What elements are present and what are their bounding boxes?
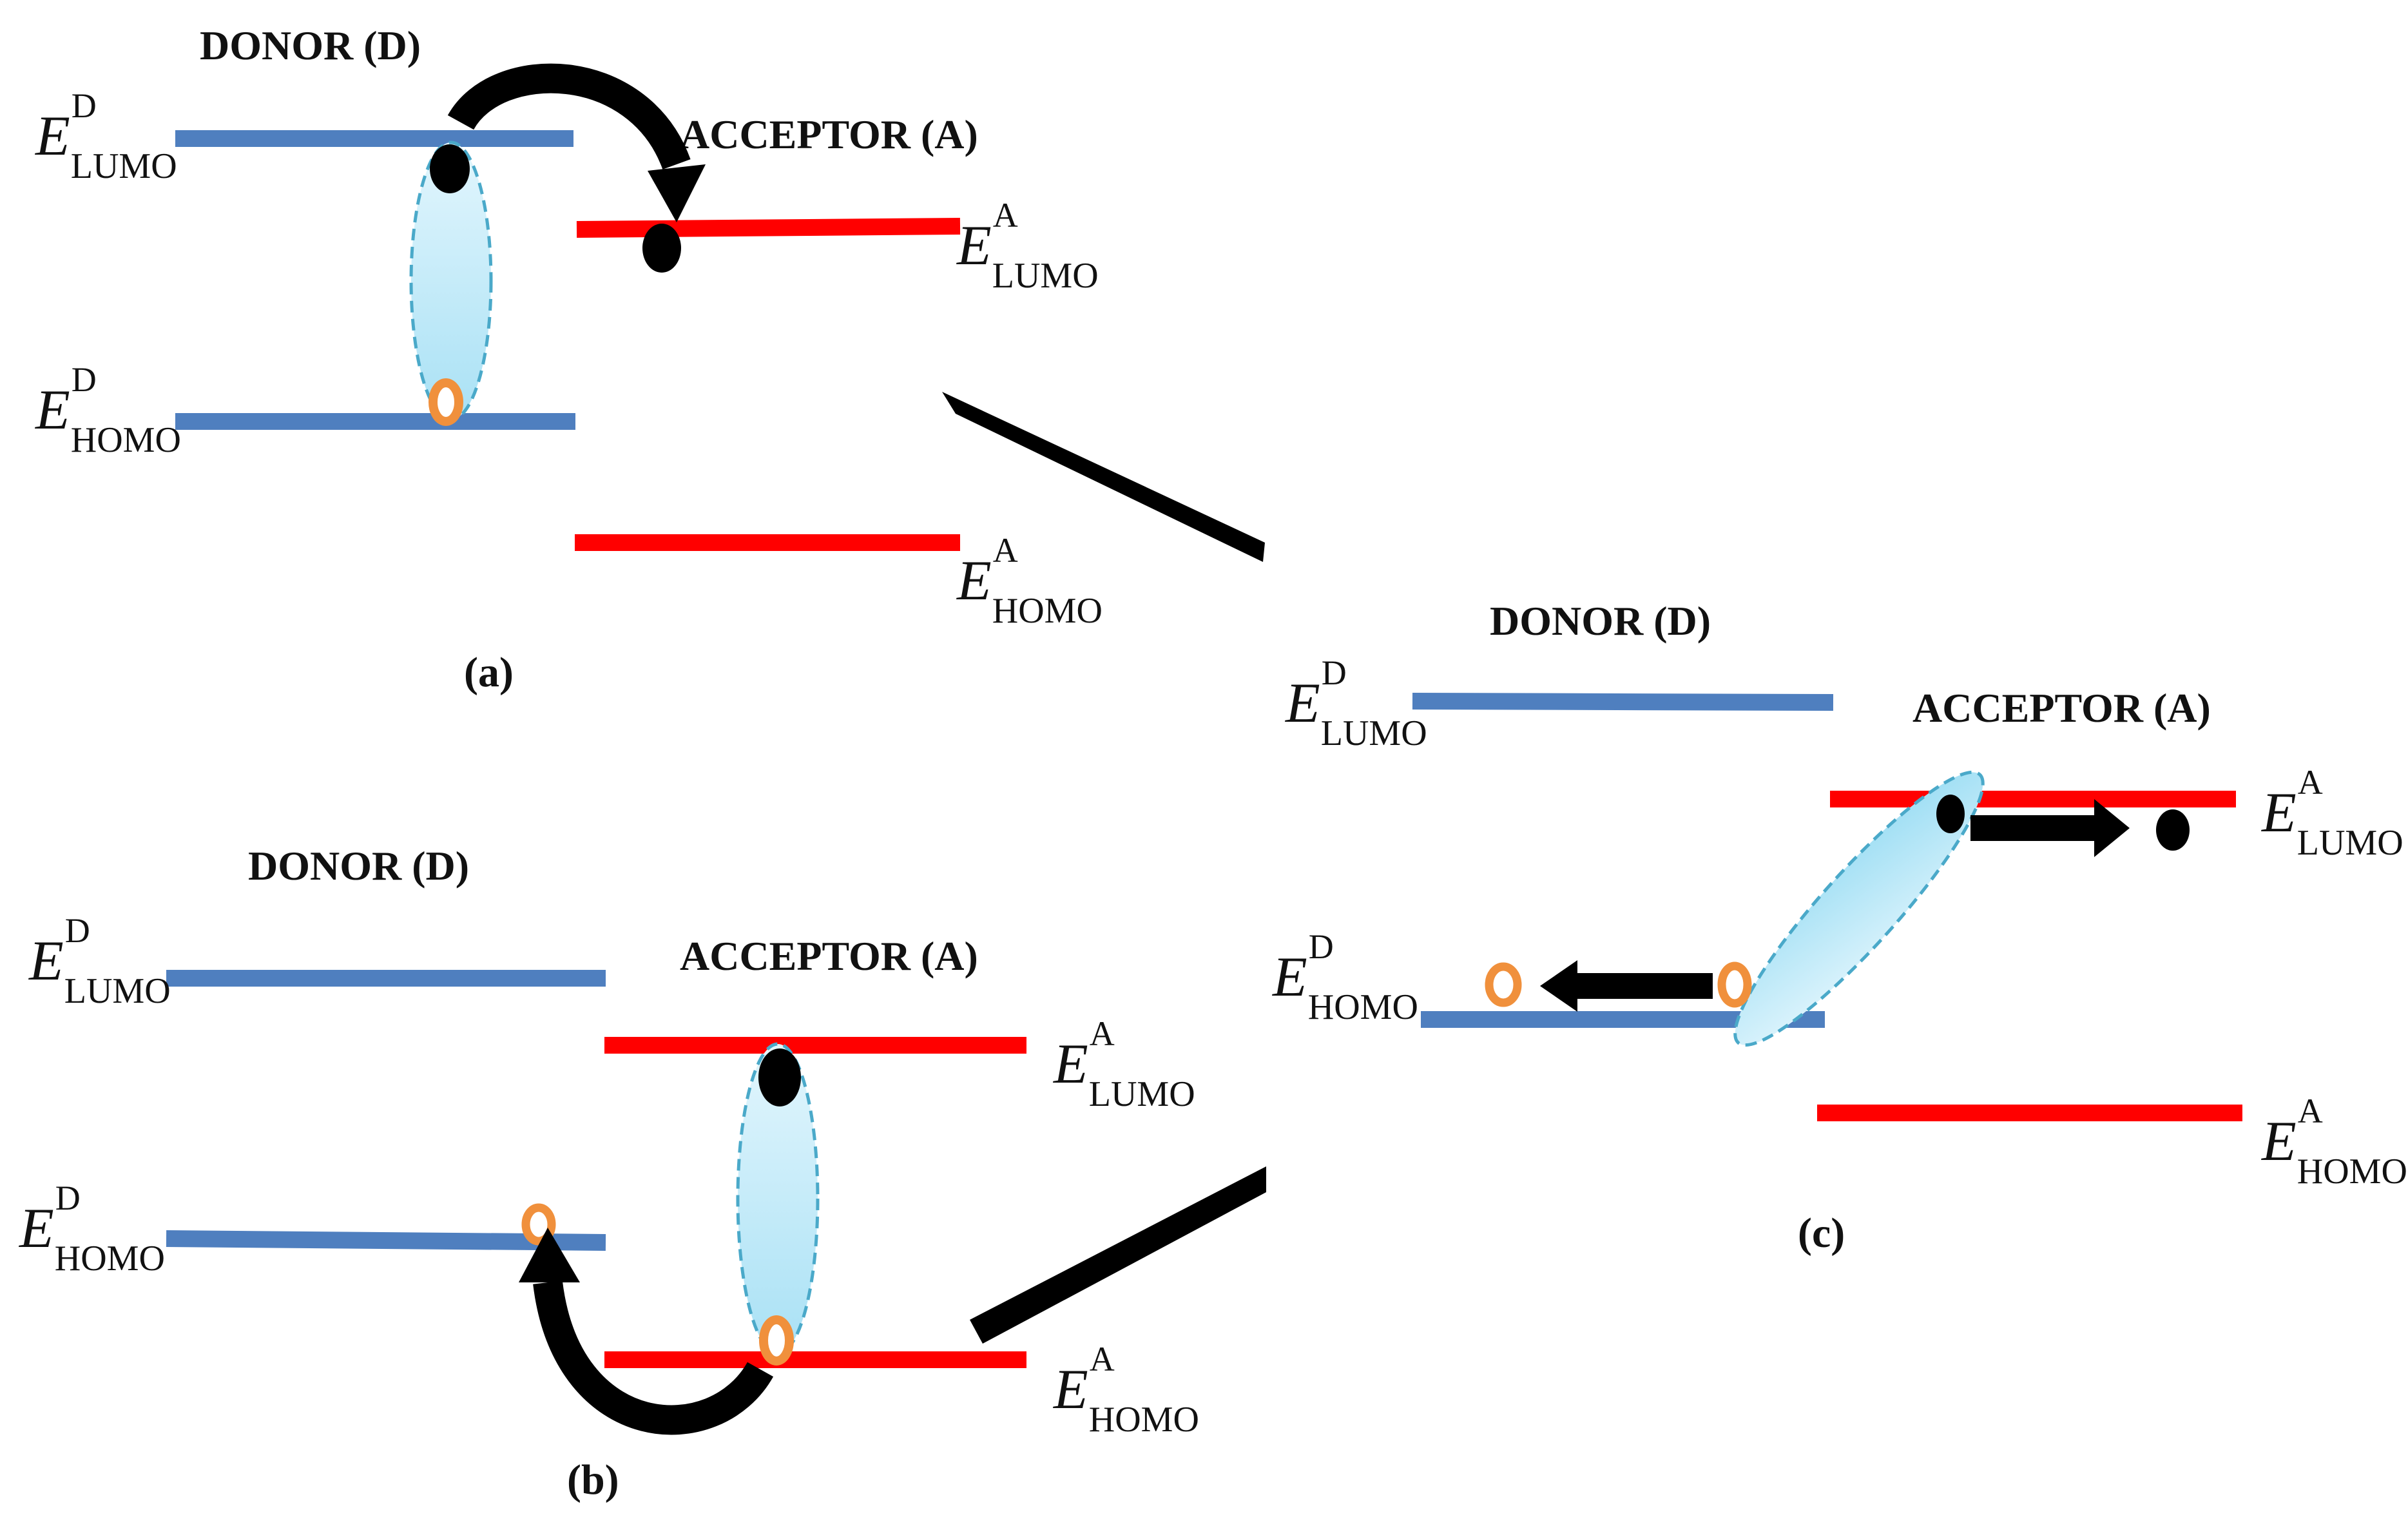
panel-c-electron-arrow xyxy=(1970,799,2130,857)
panel-a-donor-title: DONOR (D) xyxy=(200,23,421,68)
panel-a-electron-acceptor xyxy=(642,224,681,273)
panel-c-hole-separated xyxy=(1485,962,1522,1007)
connector-b-to-c xyxy=(970,1166,1266,1344)
panel-b-hole-acceptor xyxy=(759,1315,794,1366)
panel-b-transfer-arrow xyxy=(533,1280,774,1435)
panel-a-acceptor-title: ACCEPTOR (A) xyxy=(680,111,978,157)
panel-b-electron-acceptor xyxy=(758,1048,801,1106)
panel-c-donor-lumo-level xyxy=(1412,693,1834,711)
panel-b-caption: (b) xyxy=(567,1456,619,1503)
connector-a-to-c xyxy=(942,392,1265,562)
panel-c-electron-separated xyxy=(2156,809,2190,851)
panel-c-hole-arrow xyxy=(1540,960,1713,1012)
panel-a-transfer-arrowhead xyxy=(648,164,706,222)
panel-c-hole-interface xyxy=(1717,961,1752,1008)
panel-a-acceptor-lumo-level xyxy=(576,218,961,238)
panel-a-hole-donor xyxy=(429,378,463,426)
panel-c-exciton xyxy=(1733,770,1985,1047)
panel-a-caption: (a) xyxy=(464,649,514,696)
panel-c-acceptor-title: ACCEPTOR (A) xyxy=(1912,685,2211,731)
panel-b-acceptor-title: ACCEPTOR (A) xyxy=(680,933,978,979)
panel-c-electron-interface xyxy=(1936,795,1965,833)
panel-b-donor-title: DONOR (D) xyxy=(248,843,469,889)
panel-c-donor-title: DONOR (D) xyxy=(1490,598,1711,644)
panel-a-transfer-arrow xyxy=(447,63,691,170)
panel-b-transfer-arrowhead xyxy=(519,1228,580,1282)
panel-c-caption: (c) xyxy=(1798,1210,1845,1257)
panel-a-electron-donor xyxy=(430,144,470,193)
